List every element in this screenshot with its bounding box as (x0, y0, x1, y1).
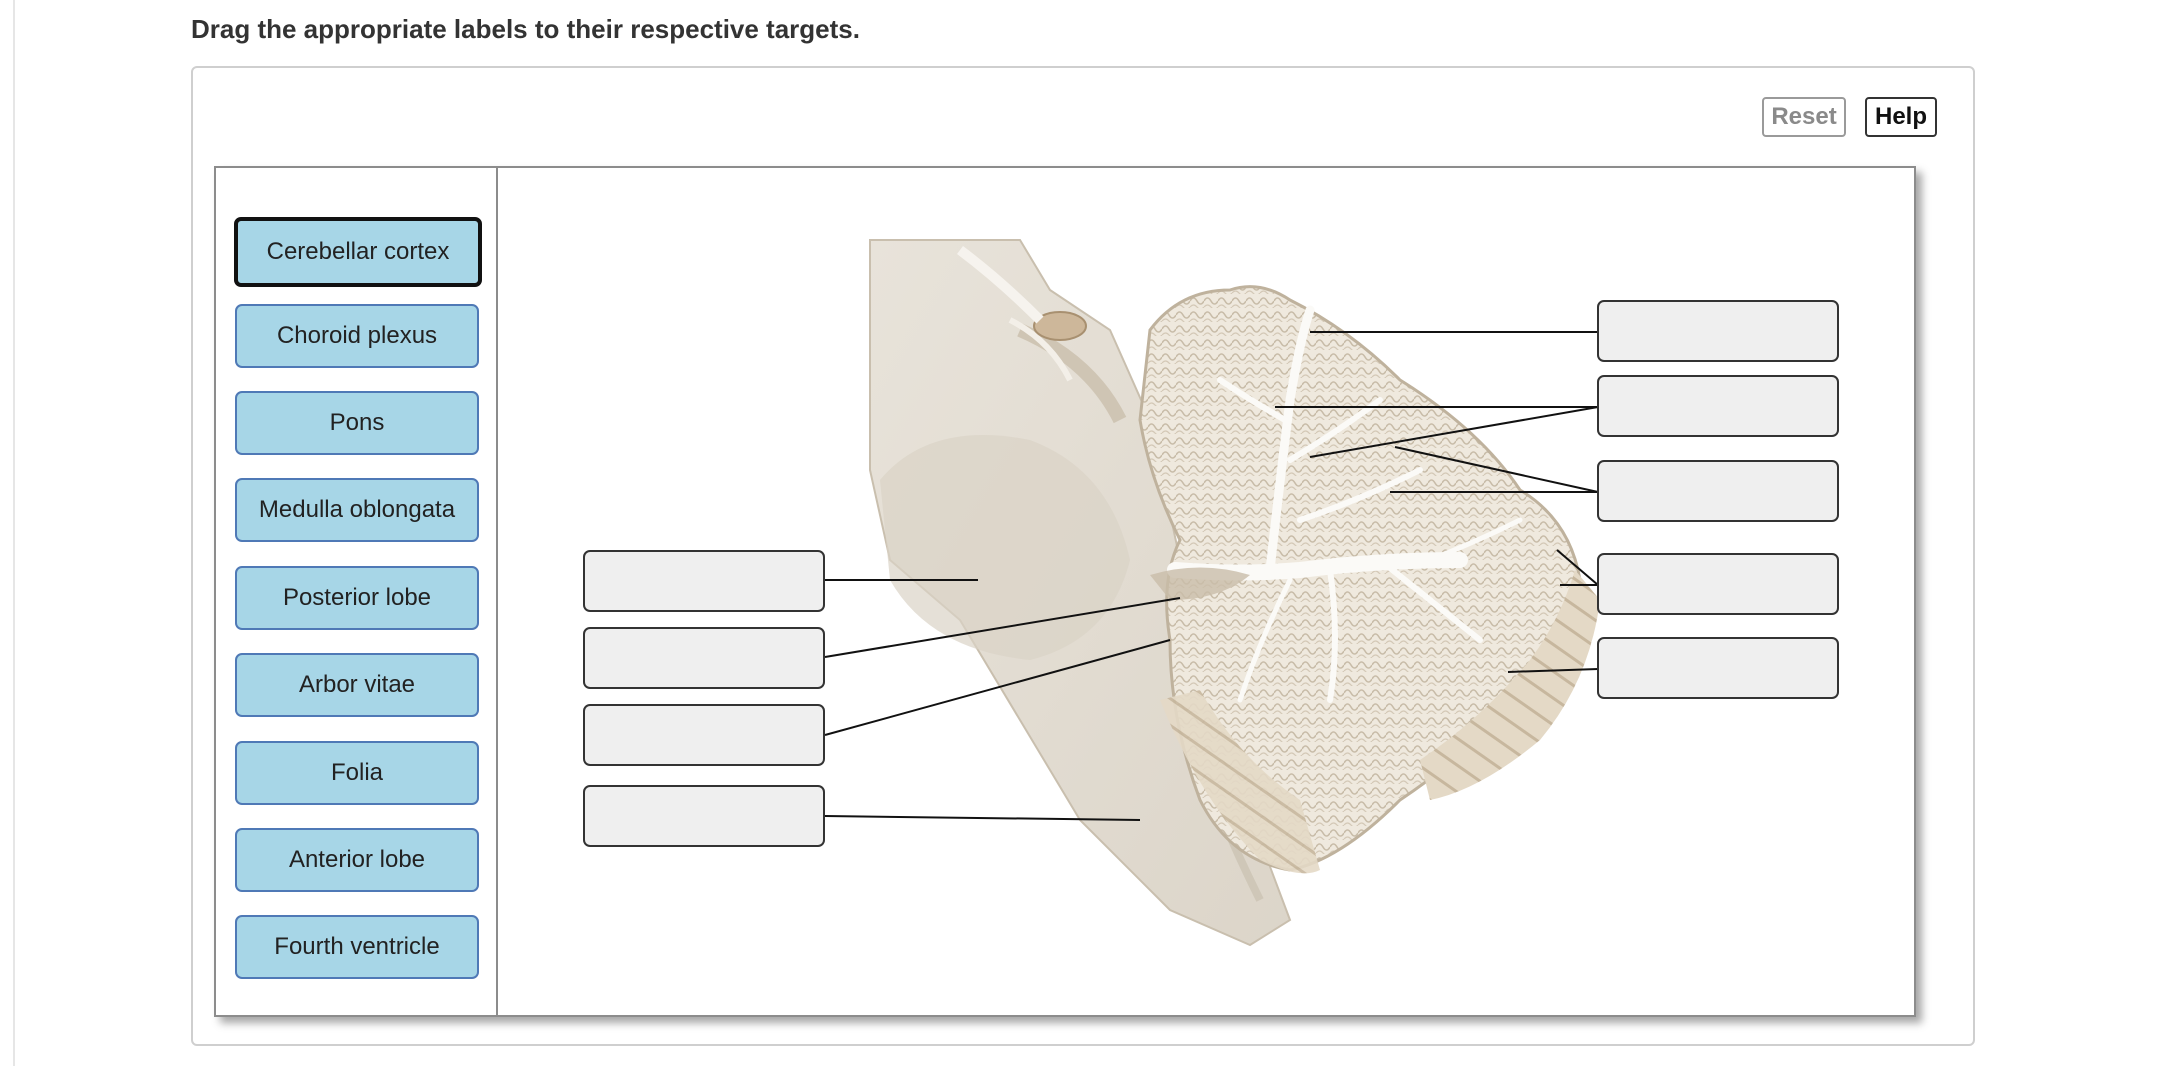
help-button[interactable]: Help (1865, 97, 1937, 137)
label-chip[interactable]: Cerebellar cortex (234, 217, 482, 287)
drop-target[interactable] (1597, 375, 1839, 437)
drop-target[interactable] (583, 627, 825, 689)
instructions-text: Drag the appropriate labels to their res… (191, 14, 860, 44)
label-chip[interactable]: Folia (235, 741, 479, 805)
label-chip[interactable]: Pons (235, 391, 479, 455)
drop-target[interactable] (583, 704, 825, 766)
leader-lines (824, 331, 1599, 821)
brainstem-region (869, 239, 1292, 947)
drop-target[interactable] (1597, 637, 1839, 699)
drop-target[interactable] (1597, 553, 1839, 615)
label-chip[interactable]: Posterior lobe (235, 566, 479, 630)
label-chip[interactable]: Fourth ventricle (235, 915, 479, 979)
cerebellum-region (1138, 285, 1600, 874)
drop-target[interactable] (583, 785, 825, 847)
drop-target[interactable] (1597, 460, 1839, 522)
label-chip[interactable]: Medulla oblongata (235, 478, 479, 542)
label-bank (214, 166, 498, 1017)
label-chip[interactable]: Arbor vitae (235, 653, 479, 717)
drop-target[interactable] (1597, 300, 1839, 362)
label-chip[interactable]: Anterior lobe (235, 828, 479, 892)
drop-target[interactable] (583, 550, 825, 612)
page-left-rule (13, 0, 15, 1066)
reset-button[interactable]: Reset (1762, 97, 1846, 137)
label-chip[interactable]: Choroid plexus (235, 304, 479, 368)
